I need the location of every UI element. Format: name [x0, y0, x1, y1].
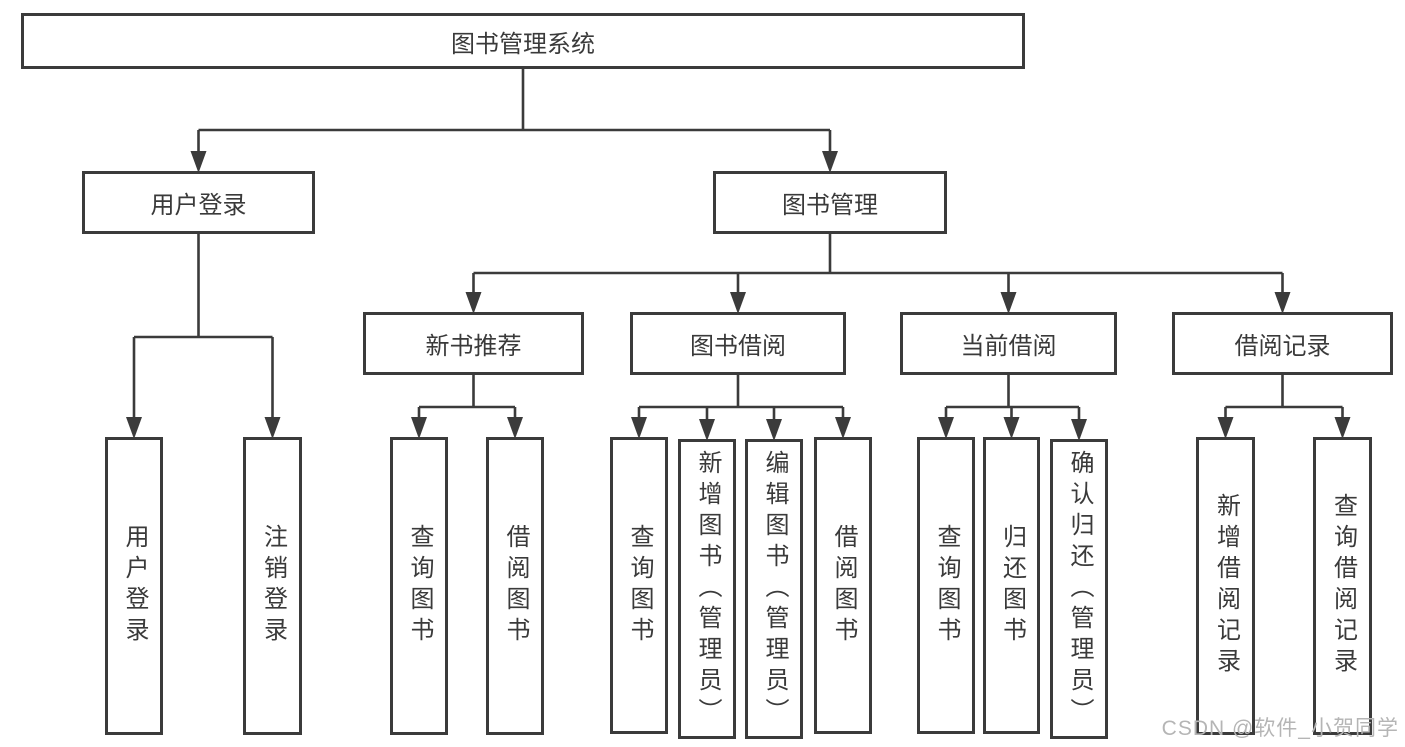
arrowhead-current-borrow [1000, 292, 1017, 314]
node-label-leaf-cb-return: 归还图书 [998, 523, 1026, 648]
node-leaf-bb-query: 查询图书 [610, 437, 668, 734]
arrowhead-leaf-bb-borrow [835, 417, 851, 439]
node-label-leaf-bb-query: 查询图书 [626, 523, 653, 648]
watermark: CSDN @软件_小贺同学 [1161, 717, 1399, 740]
node-leaf-bb-borrow: 借阅图书 [814, 437, 872, 734]
arrowhead-leaf-br-query [1334, 417, 1351, 439]
connector-book-mgmt [465, 234, 1291, 314]
node-label-leaf-nbr-borrow: 借阅图书 [502, 524, 529, 648]
arrowhead-leaf-bb-query [631, 417, 647, 439]
node-label-leaf-br-add: 新增借阅记录 [1212, 493, 1240, 679]
node-label-leaf-nbr-query: 查询图书 [406, 524, 433, 648]
connector-root [190, 69, 838, 173]
connector-path-book-mgmt [472, 234, 1284, 296]
node-current-borrow: 当前借阅 [900, 312, 1117, 375]
arrowhead-leaf-bb-add [699, 419, 715, 441]
arrowhead-borrow-records [1274, 292, 1291, 314]
connector-new-book-rec [411, 375, 523, 439]
arrowhead-leaf-cb-confirm [1071, 419, 1087, 441]
arrowhead-leaf-cb-query [938, 417, 954, 439]
arrowhead-leaf-cb-return [1003, 417, 1020, 439]
node-leaf-cb-query: 查询图书 [917, 437, 975, 734]
arrowhead-leaf-nbr-borrow [507, 417, 523, 439]
arrowhead-new-book-rec [465, 292, 482, 314]
arrowhead-book-borrow [730, 292, 746, 314]
node-label-book-mgmt: 图书管理 [782, 192, 878, 219]
node-leaf-cb-confirm: 确认归还（管理员） [1050, 439, 1108, 739]
node-label-leaf-bb-add: 新增图书（管理员） [694, 449, 721, 729]
connector-user-login [126, 234, 281, 439]
node-leaf-user-login: 用户登录 [105, 437, 163, 735]
node-label-leaf-cb-confirm: 确认归还（管理员） [1066, 449, 1093, 729]
node-leaf-logout: 注销登录 [243, 437, 302, 735]
node-book-borrow: 图书借阅 [630, 312, 846, 375]
node-root: 图书管理系统 [21, 13, 1025, 69]
node-label-leaf-user-login: 用户登录 [121, 524, 148, 648]
node-borrow-records: 借阅记录 [1172, 312, 1393, 375]
node-label-leaf-cb-query: 查询图书 [933, 523, 960, 648]
node-label-root: 图书管理系统 [451, 30, 595, 58]
node-label-book-borrow: 图书借阅 [690, 333, 786, 360]
arrowhead-leaf-nbr-query [411, 417, 427, 439]
arrowhead-leaf-br-add [1217, 417, 1234, 439]
node-leaf-br-add: 新增借阅记录 [1196, 437, 1255, 735]
connector-path-new-book-rec [417, 375, 517, 421]
arrowhead-user-login [190, 151, 207, 173]
node-label-leaf-bb-borrow: 借阅图书 [830, 523, 857, 648]
connector-current-borrow [938, 375, 1087, 441]
node-label-current-borrow: 当前借阅 [960, 333, 1057, 360]
node-user-login: 用户登录 [82, 171, 315, 234]
node-leaf-cb-return: 归还图书 [983, 437, 1040, 734]
node-leaf-nbr-borrow: 借阅图书 [486, 437, 544, 735]
arrowhead-leaf-user-login [126, 417, 142, 439]
connector-path-user-login [132, 234, 274, 421]
node-label-new-book-rec: 新书推荐 [425, 333, 522, 360]
node-label-leaf-logout: 注销登录 [259, 524, 287, 648]
node-leaf-bb-add: 新增图书（管理员） [678, 439, 736, 739]
node-leaf-br-query: 查询借阅记录 [1313, 437, 1372, 735]
connector-path-book-borrow [637, 375, 845, 423]
node-book-mgmt: 图书管理 [713, 171, 947, 234]
node-leaf-bb-edit: 编辑图书（管理员） [745, 439, 803, 739]
connector-path-current-borrow [944, 375, 1081, 423]
node-label-borrow-records: 借阅记录 [1234, 333, 1331, 360]
node-label-user-login: 用户登录 [150, 192, 247, 219]
connector-borrow-records [1217, 375, 1351, 439]
arrowhead-leaf-logout [264, 417, 281, 439]
connector-path-borrow-records [1224, 375, 1344, 421]
node-label-leaf-br-query: 查询借阅记录 [1329, 493, 1357, 679]
node-leaf-nbr-query: 查询图书 [390, 437, 448, 735]
connector-book-borrow [631, 375, 851, 441]
connector-path-root [197, 69, 832, 155]
node-label-leaf-bb-edit: 编辑图书（管理员） [761, 449, 788, 729]
arrowhead-book-mgmt [822, 151, 838, 173]
node-new-book-rec: 新书推荐 [363, 312, 584, 375]
arrowhead-leaf-bb-edit [766, 419, 782, 441]
